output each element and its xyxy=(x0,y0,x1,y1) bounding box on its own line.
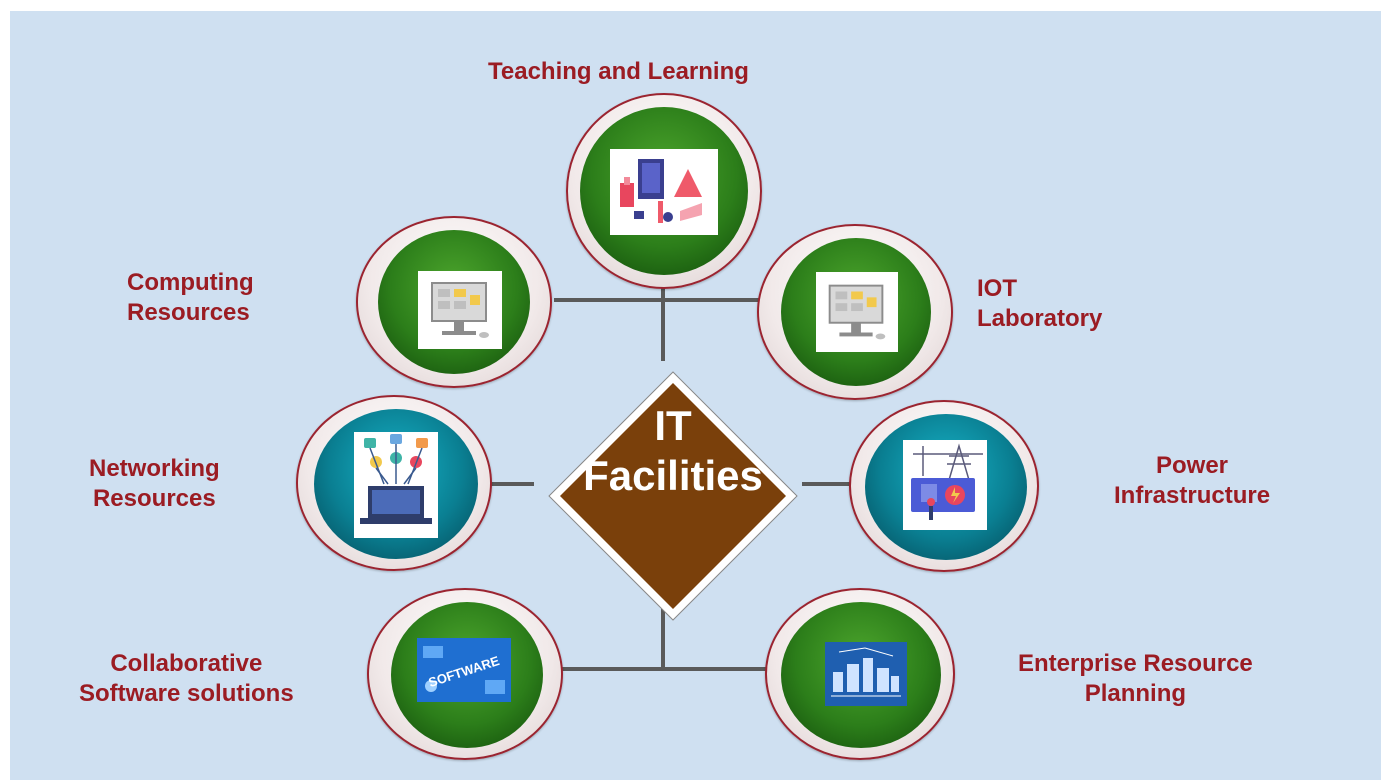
label-power-line2: Infrastructure xyxy=(1114,482,1271,509)
label-iot-line2: Laboratory xyxy=(977,305,1103,332)
label-iot-line1: IOT xyxy=(977,275,1017,302)
software-icon: SOFTWARE xyxy=(417,638,511,702)
node-networking-resources xyxy=(296,395,492,571)
node-teaching-learning xyxy=(566,93,762,289)
power-tower-icon xyxy=(903,440,987,530)
label-collab-line1: Collaborative xyxy=(110,650,263,677)
label-networking-line1: Networking xyxy=(89,455,220,482)
label-erp-line1: Enterprise Resource xyxy=(1018,650,1253,677)
computer-monitor-icon xyxy=(816,272,898,352)
node-collaborative-software: SOFTWARE xyxy=(367,588,563,760)
label-computing-line2: Resources xyxy=(127,299,250,326)
label-collab-line2: Software solutions xyxy=(79,680,294,707)
node-enterprise-resource-planning xyxy=(765,588,955,760)
laptop-network-icon xyxy=(354,432,438,538)
center-title-line1: IT xyxy=(654,402,692,449)
diamond-shape xyxy=(548,371,798,621)
label-teaching-learning: Teaching and Learning xyxy=(488,58,749,85)
label-networking-resources: Networking Resources xyxy=(89,454,220,514)
label-erp-line2: Planning xyxy=(1084,680,1187,707)
label-power-infrastructure: Power Infrastructure xyxy=(1114,451,1270,511)
label-iot-laboratory: IOT Laboratory xyxy=(977,274,1102,334)
center-title: IT Facilities xyxy=(543,401,803,501)
center-diamond: IT Facilities xyxy=(543,366,803,626)
node-iot-laboratory xyxy=(757,224,953,400)
computer-monitor-icon xyxy=(418,271,502,349)
node-power-infrastructure xyxy=(849,400,1039,572)
label-power-line1: Power xyxy=(1156,452,1229,479)
node-computing-resources xyxy=(356,216,552,388)
data-analytics-icon xyxy=(610,149,718,235)
diagram-canvas: IT Facilities Teaching and Learning xyxy=(10,11,1381,780)
label-enterprise-resource-planning: Enterprise Resource Planning xyxy=(1018,649,1253,709)
label-networking-line2: Resources xyxy=(92,485,216,512)
label-computing-line1: Computing xyxy=(127,269,254,296)
label-collaborative-software: Collaborative Software solutions xyxy=(79,649,294,709)
label-computing-resources: Computing Resources xyxy=(127,268,254,328)
city-network-icon xyxy=(825,642,907,706)
center-title-line2: Facilities xyxy=(583,452,763,499)
